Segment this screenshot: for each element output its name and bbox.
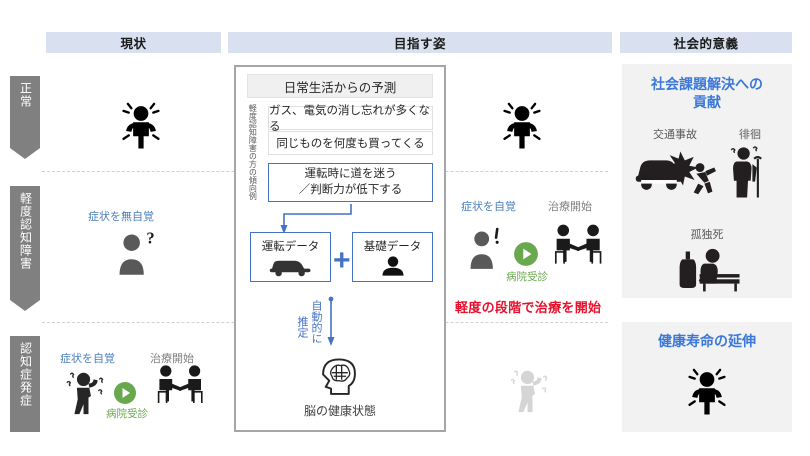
data-box-basic-label: 基礎データ (363, 241, 422, 253)
social-panel-2-icon (679, 362, 735, 418)
social-panel-1-title-line1: 社会課題解決への (651, 76, 763, 92)
left-onset-aware-label: 症状を自覚 (60, 353, 115, 365)
data-box-driving-label: 運転データ (261, 241, 320, 253)
highlight-trend-item: 運転時に道を迷う ／判断力が低下する (268, 163, 433, 202)
wandering-elder-icon (730, 146, 762, 198)
play-circle-icon (114, 382, 136, 404)
elbow-arrow-down (250, 202, 360, 236)
social-panel-1-title-line2: 貢献 (693, 93, 721, 110)
column-header-current: 現状 (46, 32, 221, 53)
target-mci-hospital-label: 病院受診 (506, 271, 548, 283)
data-box-driving: 運転データ (250, 232, 331, 282)
car-accident-icon (635, 151, 716, 195)
social-item-2-icon (677, 244, 743, 292)
target-onset-faded-icon (506, 364, 554, 414)
data-box-basic: 基礎データ (352, 232, 433, 282)
social-panel-1-title: 社会課題解決への 貢献 (622, 76, 792, 111)
target-mci-consult-icon (550, 222, 608, 272)
person-icon (382, 256, 403, 276)
left-mci-icon: ? (108, 228, 164, 280)
social-item-1-icon (726, 144, 770, 200)
handshake-consult-icon (157, 365, 203, 403)
stage-label-normal: 正常 (10, 76, 40, 159)
plus-symbol: + (333, 244, 351, 277)
person-exclaim-icon (470, 227, 499, 269)
estimate-label-infer: 推定 (296, 316, 308, 338)
play-circle-icon (514, 242, 538, 266)
car-icon (269, 260, 310, 277)
target-mci-message: 軽度の段階で治療を開始 (455, 300, 602, 315)
column-header-target: 目指す姿 (228, 32, 612, 53)
faded-confused-person-icon (510, 370, 548, 413)
energetic-person-icon (503, 102, 541, 149)
left-onset-treatment-label: 治療開始 (150, 353, 194, 365)
energetic-person-icon (688, 368, 726, 415)
target-normal-icon (494, 96, 550, 152)
brain-head-icon-wrap (312, 355, 366, 401)
left-onset-hospital-label: 病院受診 (106, 408, 148, 420)
left-onset-consult-icon (153, 363, 209, 411)
estimate-arrow (324, 296, 338, 348)
svg-text:?: ? (146, 229, 154, 248)
social-item-0-label: 交通事故 (653, 129, 697, 141)
column-header-social: 社会的意義 (620, 32, 792, 53)
target-mci-treatment-label: 治療開始 (548, 201, 592, 213)
trend-item-0: ガス、電気の消し忘れが多くなる (268, 105, 433, 133)
social-item-0-icon (634, 144, 716, 200)
target-mci-aware-label: 症状を自覚 (461, 201, 516, 213)
handshake-consult-icon (554, 224, 602, 264)
highlight-line-1: 運転時に道を迷う (304, 167, 397, 180)
left-normal-icon (113, 96, 169, 152)
confused-person-icon (66, 372, 104, 415)
left-onset-confused-icon (62, 366, 110, 416)
trend-item-1: 同じものを何度も買ってくる (268, 131, 433, 155)
person-question-icon: ? (119, 229, 155, 275)
highlight-line-2: ／判断力が低下する (298, 183, 403, 196)
stage-label-mci-text: 軽度認知障害 (18, 192, 33, 270)
stage-label-mci: 軽度認知障害 (10, 186, 40, 311)
center-panel-title: 日常生活からの予測 (247, 74, 433, 98)
social-item-1-label: 徘徊 (739, 129, 761, 141)
stage-label-normal-text: 正常 (18, 82, 33, 108)
stage-label-onset: 認知症発症 (10, 336, 40, 432)
left-onset-play-icon (113, 381, 137, 405)
target-mci-person-icon (462, 226, 510, 274)
target-mci-play-icon (513, 241, 539, 267)
energetic-person-icon (122, 102, 160, 149)
brain-caption: 脳の健康状態 (303, 404, 376, 418)
stage-label-onset-text: 認知症発症 (18, 342, 33, 407)
lonely-death-icon (679, 248, 740, 292)
estimate-label-auto: 自動的に (310, 300, 322, 344)
social-panel-2-title: 健康寿命の延伸 (658, 333, 756, 349)
social-item-2-label: 孤独死 (690, 229, 724, 241)
brain-head-icon (322, 358, 356, 395)
center-panel-vertical-label: 軽度認知障害の方の傾向例 (248, 104, 258, 200)
left-mci-label: 症状を無自覚 (88, 211, 154, 223)
